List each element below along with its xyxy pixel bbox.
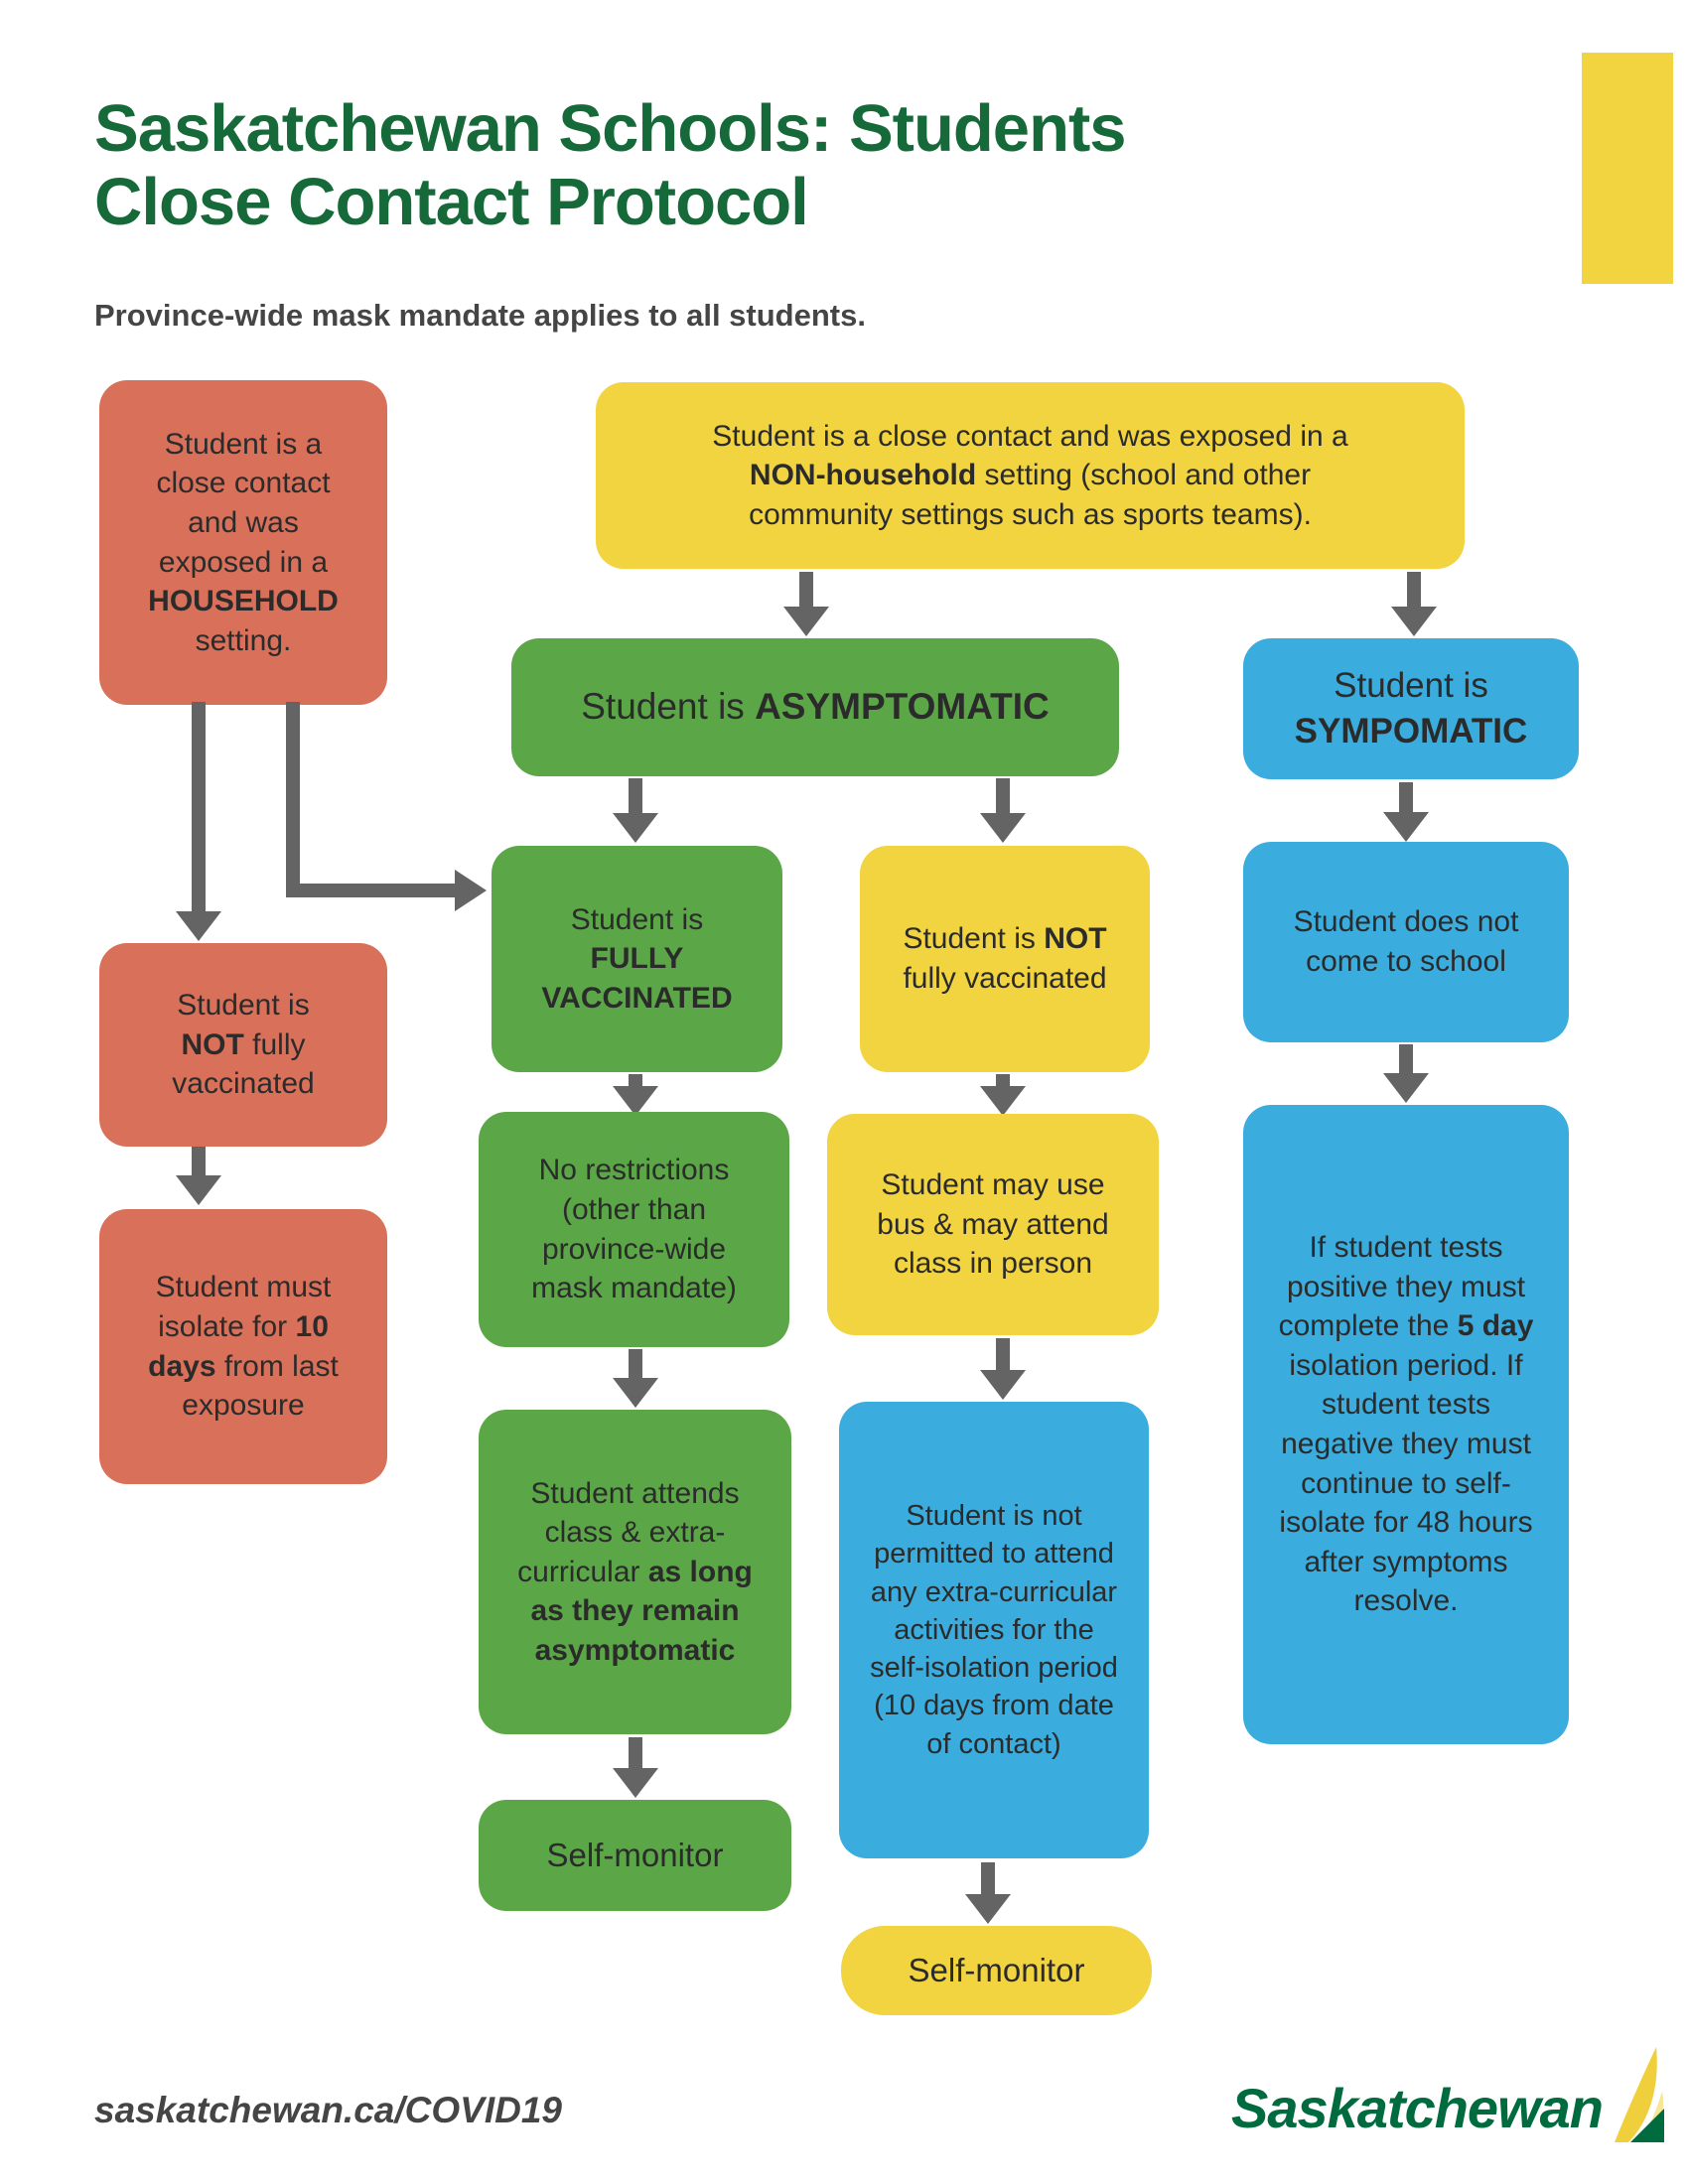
no-school-box: Student does not come to school [1243, 842, 1569, 1042]
isolate-10-days-box: Student must isolate for 10 days from la… [99, 1209, 387, 1484]
non-household-exposure-box: Student is a close contact and was expos… [596, 382, 1465, 569]
self-monitor-green-box: Self-monitor [479, 1800, 791, 1911]
not-fully-vaccinated-box: Student is NOT fully vaccinated [860, 846, 1150, 1072]
wheat-sheaf-icon [1614, 2047, 1664, 2142]
page-subtitle: Province-wide mask mandate applies to al… [94, 298, 866, 333]
saskatchewan-logo-text: Saskatchewan [1231, 2077, 1604, 2139]
footer-url: saskatchewan.ca/COVID19 [94, 2090, 562, 2130]
no-restrictions-box: No restrictions (other than province-wid… [479, 1112, 789, 1347]
page-title: Saskatchewan Schools: Students Close Con… [94, 90, 1127, 239]
yellow-accent-bar [1582, 53, 1673, 284]
attends-class-box: Student attends class & extra-curricular… [479, 1410, 791, 1734]
saskatchewan-logo: Saskatchewan [1231, 2045, 1666, 2144]
not-fully-vaccinated-red-box: Student is NOT fully vaccinated [99, 943, 387, 1147]
asymptomatic-box: Student is ASYMPTOMATIC [511, 638, 1119, 776]
test-results-box: If student tests positive they must comp… [1243, 1105, 1569, 1744]
symptomatic-box: Student is SYMPOMATIC [1243, 638, 1579, 779]
bus-class-box: Student may use bus & may attend class i… [827, 1114, 1159, 1335]
not-permitted-box: Student is not permitted to attend any e… [839, 1402, 1149, 1858]
household-exposure-box: Student is a close contact and was expos… [99, 380, 387, 705]
self-monitor-yellow-box: Self-monitor [841, 1926, 1152, 2015]
fully-vaccinated-box: Student is FULLY VACCINATED [492, 846, 782, 1072]
